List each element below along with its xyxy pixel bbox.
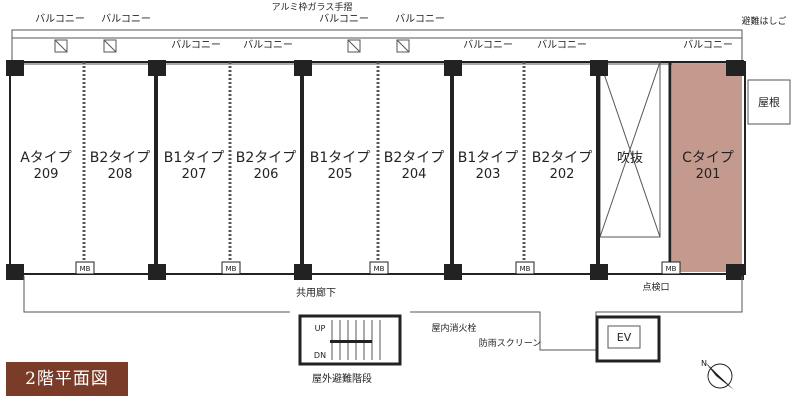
mb-label: MB <box>80 265 91 273</box>
partition-walls <box>82 62 672 274</box>
fire-hydrant-label: 屋内消火栓 <box>431 322 476 334</box>
unit-number-label: 206 <box>254 167 279 182</box>
unit-number-label: 204 <box>402 167 427 182</box>
unit-number-label: 203 <box>476 167 501 182</box>
unit-201-highlight <box>672 64 742 272</box>
void-label: 吹抜 <box>617 150 643 166</box>
rain-screen-label: 防雨スクリーン <box>479 337 542 349</box>
unit-type-label: B1タイプ <box>310 150 371 166</box>
balcony-label: バルコニー <box>537 39 587 51</box>
unit-type-label: B2タイプ <box>532 150 593 166</box>
balcony-label: バルコニー <box>171 39 221 51</box>
inspection-port-label: 点検口 <box>642 281 669 293</box>
unit-type-label: Cタイプ <box>682 150 734 166</box>
roof-box <box>747 79 791 125</box>
balcony-label: バルコニー <box>35 13 85 25</box>
mb-label: MB <box>226 265 237 273</box>
balcony-label: バルコニー <box>101 13 151 25</box>
unit-number-label: 205 <box>328 167 353 182</box>
outdoor-stairs-label: 屋外避難階段 <box>312 372 372 385</box>
corridor-outline <box>23 276 743 351</box>
unit-number-label: 208 <box>108 167 133 182</box>
corridor-label: 共用廊下 <box>296 286 336 299</box>
unit-number-label: 201 <box>696 167 721 182</box>
north-label: N <box>701 359 707 368</box>
balcony-label: バルコニー <box>463 39 513 51</box>
ev-label: EV <box>617 331 632 344</box>
balcony-label: バルコニー <box>395 13 445 25</box>
up-label: UP <box>315 324 326 333</box>
evac-ladder-label: 避難はしご <box>741 15 786 27</box>
unit-number-label: 207 <box>182 167 207 182</box>
plan-title: 2階平面図 <box>6 362 128 396</box>
unit-number-label: 202 <box>550 167 575 182</box>
unit-type-label: B1タイプ <box>164 150 225 166</box>
ev-shaft <box>595 315 661 363</box>
unit-type-label: Aタイプ <box>20 150 72 166</box>
unit-type-label: B1タイプ <box>458 150 519 166</box>
balcony-band <box>11 29 743 65</box>
mb-label: MB <box>374 265 385 273</box>
balcony-label: バルコニー <box>243 39 293 51</box>
columns <box>6 60 744 280</box>
stair-landing <box>330 340 372 343</box>
aluminum-glass-rail-label: アルミ枠ガラス手摺 <box>272 1 353 13</box>
balcony-marks <box>54 39 410 53</box>
balcony-label: バルコニー <box>683 39 733 51</box>
mb-label: MB <box>666 265 677 273</box>
unit-number-label: 209 <box>34 167 59 182</box>
unit-type-label: B2タイプ <box>384 150 445 166</box>
unit-type-label: B2タイプ <box>90 150 151 166</box>
stairs-box <box>298 314 402 366</box>
roof-label: 屋根 <box>758 95 780 109</box>
unit-type-label: B2タイプ <box>236 150 297 166</box>
dn-label: DN <box>314 351 326 360</box>
north-arrow <box>705 362 734 390</box>
mb-boxes <box>75 261 681 275</box>
mb-label: MB <box>520 265 531 273</box>
balcony-label: バルコニー <box>319 13 369 25</box>
